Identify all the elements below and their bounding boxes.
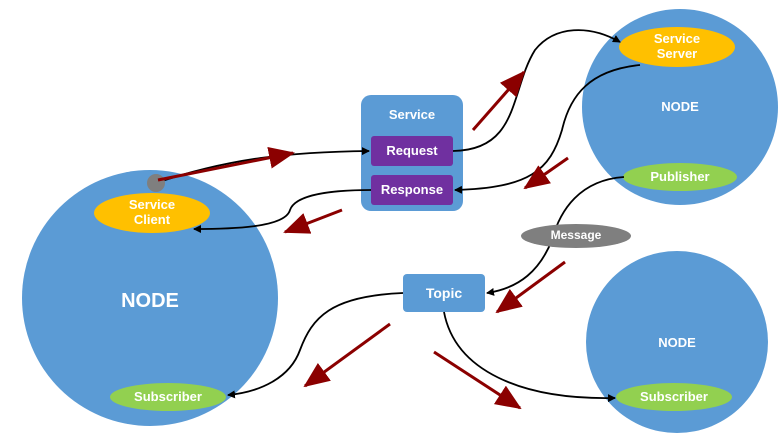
flow-arrow-from-server [523, 156, 569, 190]
publisher-ellipse [623, 163, 737, 191]
service-client-ellipse [94, 193, 210, 233]
flow-arrow-request [157, 146, 295, 182]
service-server-ellipse [619, 27, 735, 67]
subscriber-left-ellipse [110, 383, 226, 411]
link-response-client [193, 189, 372, 233]
flow-arrow-to-subscriber-right [433, 350, 522, 410]
topic-box [403, 274, 485, 312]
link-topic-subscriber-right [443, 311, 616, 403]
flow-arrow-to-server [471, 70, 526, 131]
subscriber-right-ellipse [616, 383, 732, 411]
client-port-dot [147, 174, 165, 192]
message-ellipse [521, 224, 631, 248]
request-box [371, 136, 453, 166]
link-request-server [452, 29, 621, 152]
flow-arrow-message [495, 260, 566, 314]
flow-arrow-to-subscriber-left [303, 322, 391, 388]
flow-arrow-to-client [283, 208, 343, 234]
link-server-response [454, 64, 641, 194]
link-topic-subscriber-left [227, 292, 404, 399]
node-left [22, 170, 278, 426]
response-box [371, 175, 453, 205]
